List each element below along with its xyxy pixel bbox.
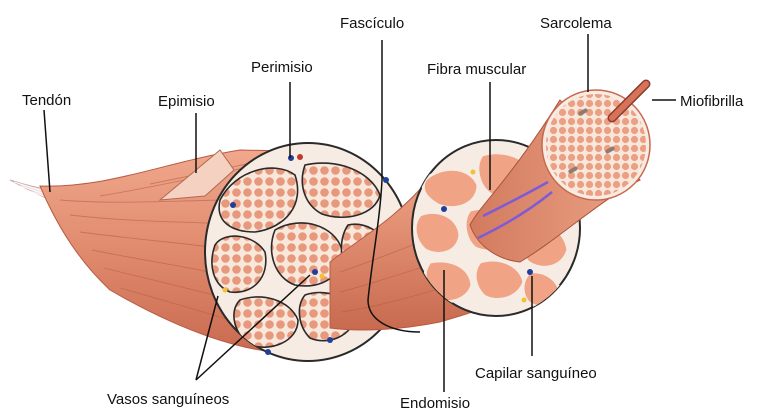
label-endomisio: Endomisio <box>400 395 470 412</box>
label-sarcolema: Sarcolema <box>540 15 612 32</box>
label-epimisio: Epimisio <box>158 93 215 110</box>
label-capilar-sanguineo: Capilar sanguíneo <box>475 365 597 382</box>
label-perimisio: Perimisio <box>251 59 313 76</box>
label-tendon: Tendón <box>22 92 71 109</box>
label-fibra-muscular: Fibra muscular <box>427 61 526 78</box>
label-vasos-sanguineos: Vasos sanguíneos <box>107 391 229 408</box>
label-fasciculo: Fascículo <box>340 15 404 32</box>
label-miofibrilla: Miofibrilla <box>680 93 744 110</box>
myofibril-bundle <box>546 94 646 196</box>
